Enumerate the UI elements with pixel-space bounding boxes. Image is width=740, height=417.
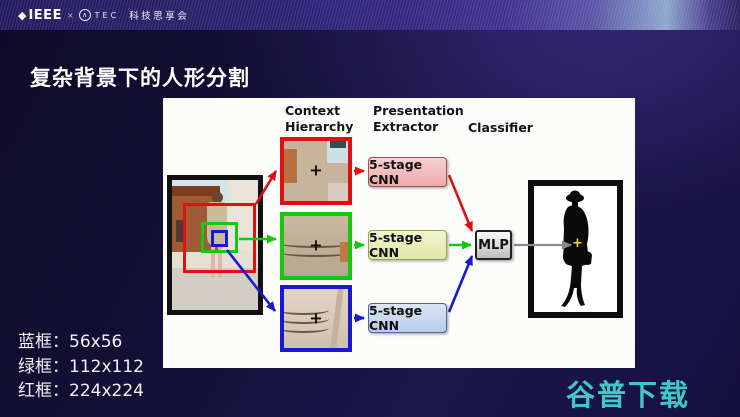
header-band: ◆ IEEE × ∧ TEC 科技思享会 [0, 0, 740, 30]
mlp-box: MLP [475, 230, 512, 260]
atec-logo-text: TEC [94, 10, 120, 20]
cnn-box-green: 5-stage CNN [368, 230, 447, 260]
label-context-hierarchy: Context Hierarchy [285, 103, 353, 136]
brand-separator: × [66, 10, 74, 20]
patch-detail [328, 183, 348, 201]
label-context-line2: Hierarchy [285, 119, 354, 135]
arrow-red-cnn-to-mlp [447, 174, 474, 232]
box-size-legend: 蓝框：56x56 绿框：112x112 红框：224x224 [18, 330, 144, 404]
photo-window [176, 220, 186, 242]
brand-logos: ◆ IEEE × ∧ TEC 科技思享会 [18, 0, 189, 30]
cnn-box-blue: 5-stage CNN [368, 303, 447, 333]
legend-line-green: 绿框：112x112 [18, 356, 144, 377]
label-presentation-extractor: Presentation Extractor [373, 103, 464, 136]
patch-detail [330, 141, 346, 148]
patch-center-marker: + [309, 235, 323, 255]
patch-green-context: + [280, 212, 352, 280]
patch-detail [330, 289, 344, 348]
atec-logo-icon: ∧ [78, 9, 91, 21]
photo-person-head [212, 192, 223, 203]
source-image [167, 175, 263, 315]
person-silhouette [561, 190, 592, 307]
label-classifier: Classifier [468, 120, 533, 135]
event-name: 科技思享会 [129, 11, 190, 22]
label-extractor-line2: Extractor [373, 119, 439, 135]
patch-detail [340, 242, 348, 262]
label-extractor-line1: Presentation [373, 103, 464, 118]
legend-line-red: 红框：224x224 [18, 381, 144, 401]
photo-ground [172, 268, 258, 310]
roi-box-blue-56 [211, 230, 228, 247]
ieee-diamond-icon: ◆ [18, 8, 27, 22]
cnn-box-red: 5-stage CNN [368, 157, 447, 187]
ieee-logo-text: IEEE [28, 7, 62, 23]
patch-red-context: + [280, 137, 352, 205]
roi-box-green-112 [201, 222, 238, 253]
patch-center-marker: + [309, 307, 323, 327]
patch-detail [301, 141, 327, 201]
photo-person-leg [211, 246, 215, 278]
watermark: 谷普下载 [565, 378, 690, 412]
patch-center-marker: + [309, 160, 323, 180]
patch-blue-context: + [280, 285, 352, 352]
segmentation-result: + [528, 180, 623, 318]
patch-detail [284, 323, 329, 333]
patch-detail [284, 149, 297, 183]
photo-roof [172, 186, 220, 196]
label-context-line1: Context [285, 103, 341, 118]
legend-line-blue: 蓝框：56x56 [18, 332, 123, 352]
arrow-blue-cnn-to-mlp [447, 255, 474, 313]
target-point-marker: + [572, 236, 583, 251]
photo-person-leg [218, 246, 222, 278]
atec-caret: ∧ [82, 10, 88, 19]
patch-detail [284, 247, 348, 257]
slide-title: 复杂背景下的人形分割 [30, 66, 250, 90]
diagram-panel: Context Hierarchy Presentation Extractor… [163, 98, 635, 368]
